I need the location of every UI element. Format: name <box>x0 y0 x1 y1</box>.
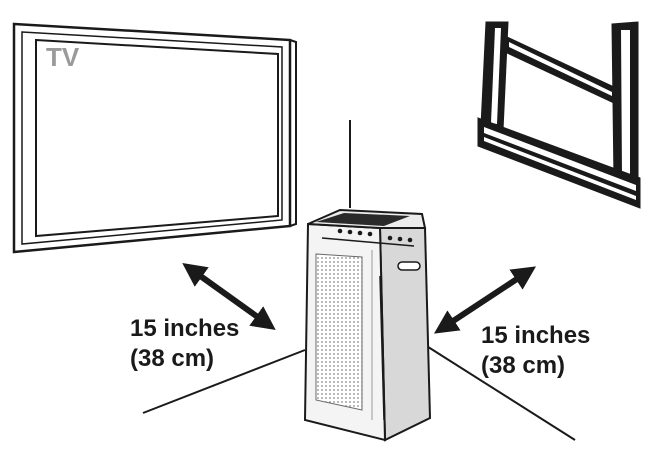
left-clearance-arrow <box>182 263 276 330</box>
left-clearance-inches: 15 inches <box>130 315 239 342</box>
right-clearance-cm: (38 cm) <box>481 352 565 379</box>
air-purifier-illustration <box>303 208 432 442</box>
tv-illustration: TV <box>12 22 297 254</box>
window-illustration <box>477 21 641 209</box>
handle-icon <box>397 261 421 271</box>
left-clearance-cm: (38 cm) <box>130 345 214 372</box>
right-clearance-inches: 15 inches <box>481 322 590 349</box>
floor-lines <box>142 120 576 441</box>
control-panel <box>321 228 415 247</box>
right-clearance-arrow <box>433 266 537 334</box>
tv-label: TV <box>46 42 80 72</box>
